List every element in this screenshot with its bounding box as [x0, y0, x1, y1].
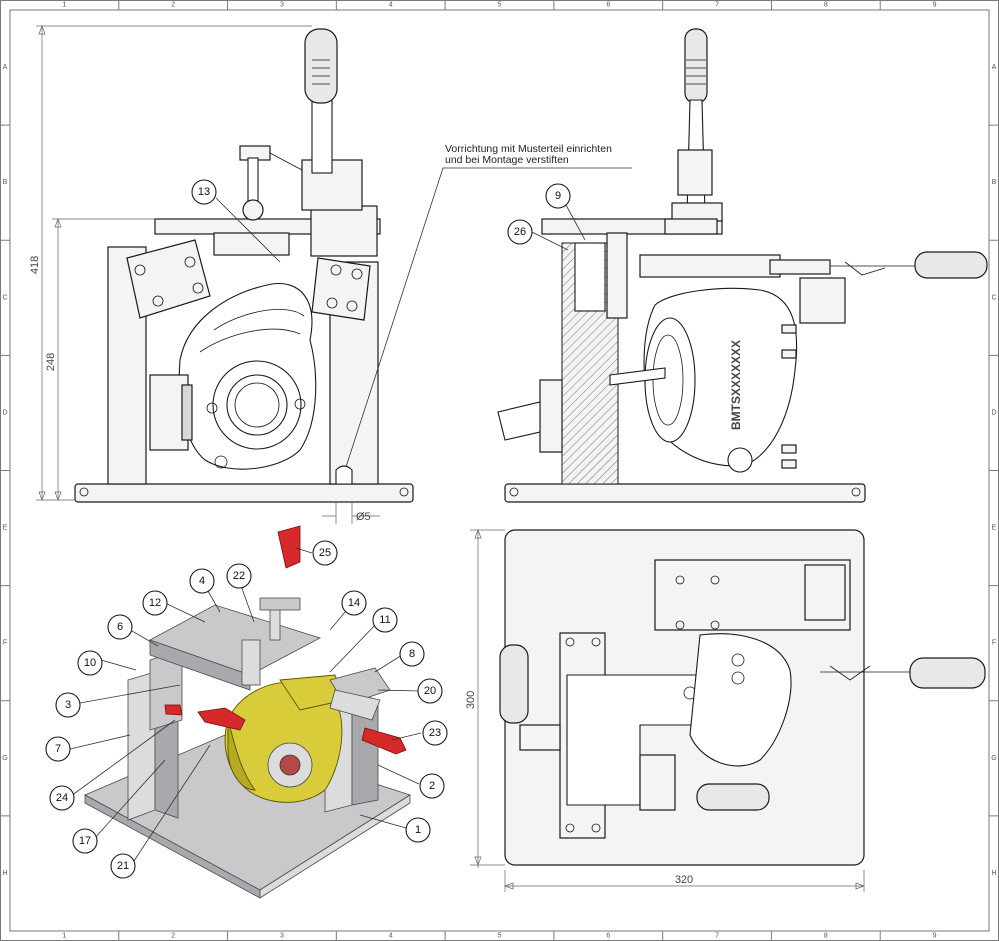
- zone-column-label: 6: [606, 2, 610, 9]
- balloon-group: 13 9 26 25 22 4 12 14 6 11 8 10 20 3 23 …: [45, 179, 586, 879]
- zone-row-label: E: [3, 525, 8, 532]
- dim-top-view-height: 300: [465, 691, 477, 709]
- zone-row-label: G: [2, 755, 7, 762]
- balloon: 25: [312, 540, 338, 566]
- zone-row-label: E: [992, 525, 997, 532]
- balloon: 1: [405, 817, 431, 843]
- balloon: 14: [341, 590, 367, 616]
- zone-row-label: F: [992, 640, 996, 647]
- svg-text:2: 2: [429, 780, 435, 792]
- balloon: 24: [49, 785, 75, 811]
- zone-row-label: D: [991, 409, 996, 416]
- zone-column-label: 9: [933, 2, 937, 9]
- zone-column-label: 5: [498, 933, 502, 940]
- balloon: 23: [422, 720, 448, 746]
- svg-text:11: 11: [379, 614, 390, 626]
- svg-text:17: 17: [79, 835, 91, 847]
- svg-text:6: 6: [117, 621, 123, 633]
- balloon: 9: [545, 183, 571, 209]
- dim-hole-diameter: Ø5: [356, 511, 371, 523]
- balloon: 2: [419, 773, 445, 799]
- svg-text:20: 20: [424, 685, 436, 697]
- zone-column-label: 8: [824, 2, 828, 9]
- zone-column-label: 5: [498, 2, 502, 9]
- svg-text:10: 10: [84, 657, 96, 669]
- dim-top-view-width: 320: [675, 874, 693, 886]
- zone-column-label: 1: [62, 933, 66, 940]
- front-view: 418 248 Ø5 Vorrichtung mit Musterteil ei…: [29, 25, 632, 524]
- zone-column-label: 2: [171, 933, 175, 940]
- svg-text:24: 24: [56, 792, 68, 804]
- zone-row-label: H: [991, 870, 996, 877]
- svg-text:23: 23: [429, 727, 441, 739]
- balloon: 12: [142, 590, 168, 616]
- zone-row-label: D: [2, 409, 7, 416]
- top-view: 300 320: [465, 529, 986, 892]
- svg-text:8: 8: [409, 648, 415, 660]
- zone-row-label: G: [991, 755, 996, 762]
- note-line-1: Vorrichtung mit Musterteil einrichten: [445, 143, 612, 155]
- zone-column-label: 3: [280, 2, 284, 9]
- dim-front-height-inner: 248: [45, 353, 57, 371]
- balloon: 8: [399, 641, 425, 667]
- svg-text:1: 1: [415, 824, 421, 836]
- svg-text:22: 22: [233, 570, 245, 582]
- zone-column-label: 3: [280, 933, 284, 940]
- zone-row-label: B: [992, 179, 997, 186]
- zone-column-label: 7: [715, 2, 719, 9]
- svg-text:12: 12: [149, 597, 161, 609]
- balloon: 6: [107, 614, 133, 640]
- isometric-view: [69, 525, 422, 899]
- zone-row-label: F: [3, 640, 7, 647]
- zone-row-label: C: [2, 294, 7, 301]
- balloon: 7: [45, 736, 71, 762]
- zone-column-label: 1: [62, 2, 66, 9]
- zone-column-label: 4: [389, 933, 393, 940]
- svg-text:3: 3: [65, 699, 71, 711]
- zone-column-label: 6: [606, 933, 610, 940]
- svg-text:4: 4: [199, 575, 205, 587]
- balloon: 11: [372, 607, 398, 633]
- balloon: 26: [507, 219, 533, 245]
- zone-column-label: 2: [171, 2, 175, 9]
- zone-row-label: C: [991, 294, 996, 301]
- balloon: 20: [417, 678, 443, 704]
- balloon: 3: [55, 692, 81, 718]
- note-line-2: und bei Montage verstiften: [445, 154, 569, 166]
- balloon: 21: [110, 853, 136, 879]
- zone-column-label: 9: [933, 933, 937, 940]
- balloon: 17: [72, 828, 98, 854]
- side-view: BMTSXXXXXXX: [497, 28, 988, 503]
- dim-front-height-total: 418: [29, 256, 41, 274]
- svg-text:9: 9: [555, 190, 561, 202]
- svg-text:7: 7: [55, 743, 61, 755]
- zone-column-label: 4: [389, 2, 393, 9]
- zone-column-label: 7: [715, 933, 719, 940]
- zone-row-label: A: [3, 64, 8, 71]
- balloon: 4: [189, 568, 215, 594]
- svg-text:13: 13: [198, 186, 210, 198]
- zone-row-label: A: [992, 64, 997, 71]
- zone-row-label: H: [2, 870, 7, 877]
- balloon: 22: [226, 563, 252, 589]
- zone-row-label: B: [3, 179, 8, 186]
- side-view-marking: BMTSXXXXXXX: [729, 340, 743, 430]
- zone-column-label: 8: [824, 933, 828, 940]
- svg-text:25: 25: [319, 547, 331, 559]
- balloon: 13: [191, 179, 217, 205]
- svg-text:21: 21: [117, 860, 129, 872]
- svg-text:14: 14: [348, 597, 360, 609]
- svg-text:26: 26: [514, 226, 526, 238]
- balloon: 10: [77, 650, 103, 676]
